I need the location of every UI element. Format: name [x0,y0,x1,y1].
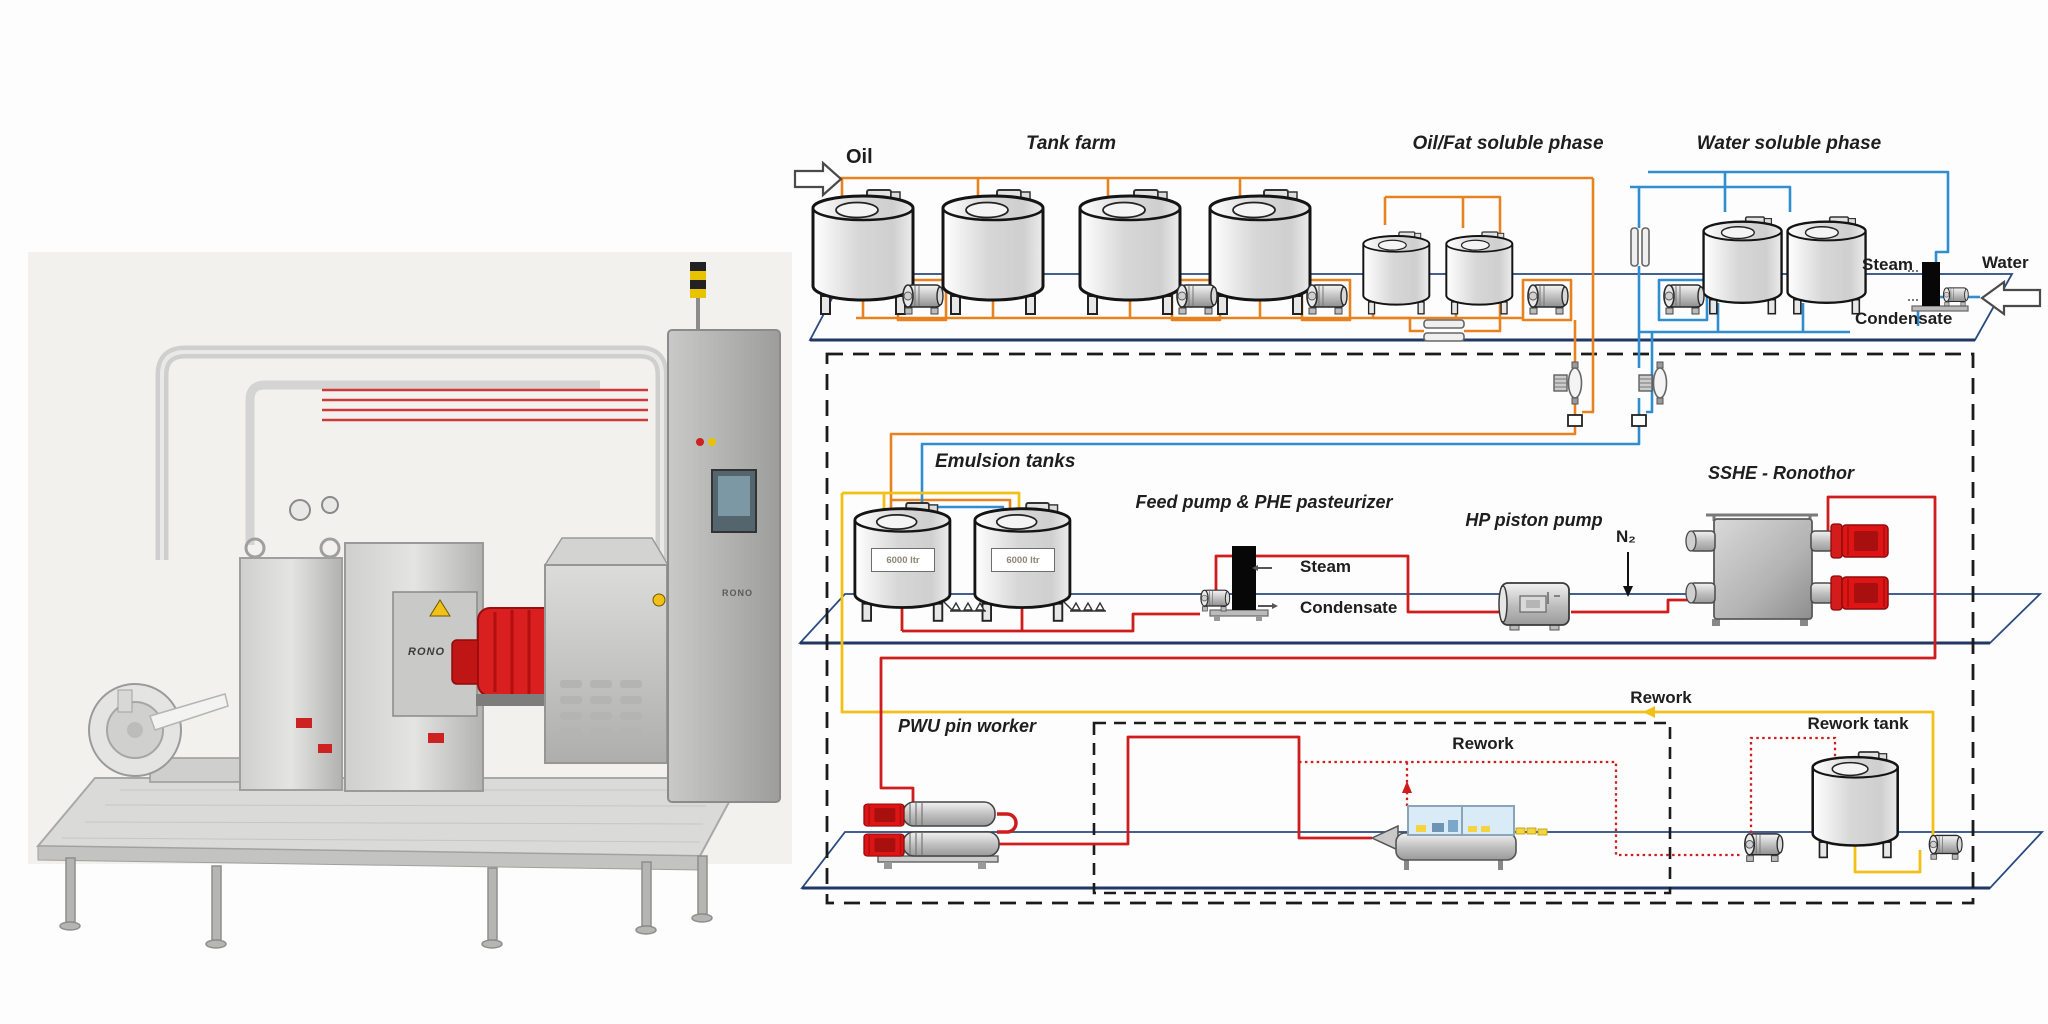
infeed-cone [1370,824,1399,852]
storage-tank [811,188,915,316]
photo-vessel-left [239,557,343,791]
oil-flow-meter [1553,361,1583,405]
feed-pump-phe-title: Feed pump & PHE pasteurizer [1135,492,1393,512]
emulsion-tank-2-capacity: 6000 ltr [991,548,1055,572]
storage-tank [1208,188,1312,316]
rework-flow-arrow [1643,706,1655,718]
valve-cluster [1063,601,1107,612]
rework-dotted-pipes [1299,736,1837,857]
red-rods [322,388,648,422]
pin-worker-motor-icon [863,833,905,857]
emulsion-tanks-title: Emulsion tanks [935,451,1076,472]
oil-phase-tanks [1362,231,1514,315]
pin-worker-motor-icon [863,803,905,827]
pump [1663,284,1705,315]
rework-tank-label: Rework tank [1807,714,1909,733]
oil-phase-tank [1362,231,1431,315]
storage-tank [1078,188,1182,316]
pump [1527,284,1569,315]
machine-photo-illustration [28,252,792,949]
inline-filter [1630,227,1650,267]
machine-brand-label: RONO [408,646,445,658]
rework-tank [1811,750,1899,859]
pump [902,284,944,315]
water-pipes [920,170,1980,515]
emulsion-tank-1-capacity: 6000 ltr [871,548,935,572]
hp-piston-pump-title: HP piston pump [1465,510,1603,530]
photo-homogenizer [543,537,670,764]
rework-inner-label: Rework [1452,734,1514,753]
water-top-label: Water [1982,253,2029,272]
water-phase-tank [1786,215,1867,315]
feed-pump [1200,589,1231,612]
phe-heater [1232,546,1256,610]
phe-pasteurizer-unit [1200,546,1278,621]
n2-label: N₂ [1616,527,1636,546]
sshe-unit [1685,513,1889,626]
rework-pump [1744,833,1784,863]
photo-left-pump [88,683,241,783]
tank-farm-tanks [811,188,1312,316]
rework-return-label: Rework [1630,688,1692,707]
water-heater-unit [1908,262,1969,312]
oil-fat-phase-title: Oil/Fat soluble phase [1412,133,1604,154]
storage-tank [941,188,1045,316]
pump [1306,284,1348,315]
rework-up-arrow [1402,781,1412,793]
oil-valve-box [1567,414,1583,427]
pin-worker-crossover-pipe [997,812,1018,834]
sshe-title: SSHE - Ronothor [1708,463,1854,483]
steam-heater [1922,262,1940,306]
condensate-top-label: Condensate [1855,309,1953,328]
pwu-title: PWU pin worker [898,716,1037,736]
tank-farm-title: Tank farm [1025,133,1117,154]
pin-worker-unit [863,801,1018,869]
rework-return-pump [1928,834,1963,860]
pump [1176,284,1218,315]
product-pipes [879,495,1937,846]
duplex-filter [1423,319,1465,342]
photo-control-cabinet [667,262,781,803]
photo-vessel-center [289,496,484,792]
n2-arrow-icon [1623,586,1633,597]
oil-inlet-arrow-icon [793,160,843,198]
processing-room-boundary [825,352,1975,905]
condensate-phe-label: Condensate [1300,598,1398,617]
water-pump [1942,287,1969,307]
valve-cluster [943,601,987,612]
packing-room-boundary [1092,721,1672,895]
water-phase-tanks [1702,215,1867,315]
oil-label: Oil [846,146,873,168]
floor-planes [797,273,2045,890]
n2-injection [1623,552,1633,597]
platform-legs [59,855,713,949]
water-valve-box [1631,414,1647,427]
oil-phase-tank [1445,231,1514,315]
water-phase-title: Water soluble phase [1696,133,1882,154]
sshe-motor-icon [1841,524,1889,558]
water-phase-tank [1702,215,1783,315]
steam-top-label: Steam [1862,255,1914,274]
cabinet-brand-label: RONO [722,588,753,598]
packed-products [1515,827,1548,836]
steam-phe-label: Steam [1300,557,1352,576]
packing-machine [1370,805,1548,870]
water-inlet-arrow-icon [1980,279,2042,317]
hp-piston-pump-unit [1498,582,1570,631]
sshe-motor-icon [1841,576,1889,610]
